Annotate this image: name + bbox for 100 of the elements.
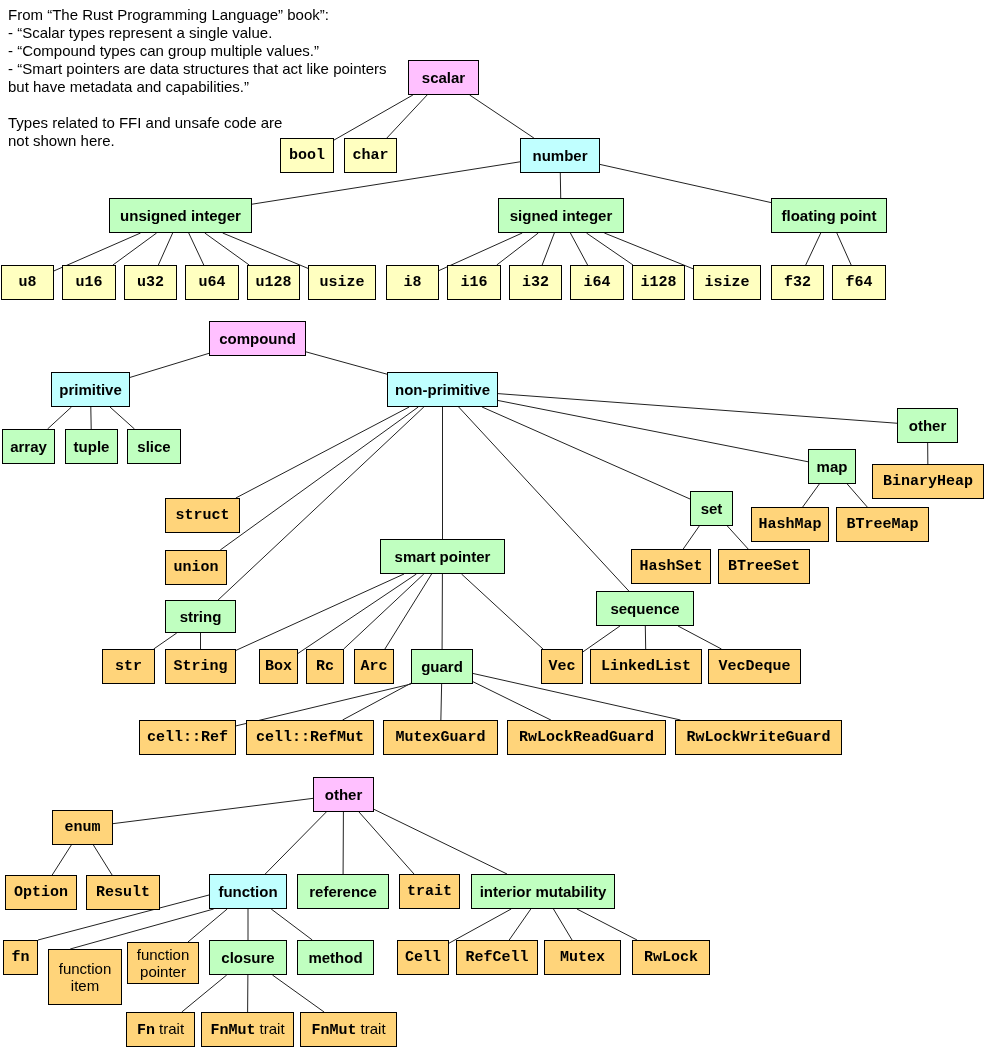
category-box: [520, 138, 600, 173]
type-box: [872, 464, 984, 499]
node-label: MutexGuard: [395, 728, 486, 747]
node-label: Rc: [316, 657, 334, 676]
type-box: [247, 265, 300, 300]
node-label: union: [173, 558, 219, 577]
node-label: VecDeque: [718, 657, 791, 676]
node-label: unsigned integer: [120, 206, 241, 225]
type-box: [246, 720, 374, 755]
category-box: [109, 198, 252, 233]
node-label: string: [179, 607, 222, 626]
connector-line: [200, 632, 201, 650]
connector-line: [235, 406, 410, 499]
node-label: u32: [137, 273, 164, 292]
type-box: [751, 507, 829, 542]
node-label: RwLockWriteGuard: [686, 728, 831, 747]
node-label: String: [173, 657, 228, 676]
node-label: map: [816, 457, 848, 476]
connector-line: [112, 797, 314, 825]
category-box: [65, 429, 118, 464]
connector-line: [497, 393, 898, 424]
node-label: BinaryHeap: [883, 472, 973, 491]
type-box: [507, 720, 666, 755]
type-box: [693, 265, 761, 300]
connector-line: [384, 573, 433, 650]
node-label: tuple: [73, 437, 110, 456]
type-box: [631, 549, 711, 584]
note-text: - “Scalar types represent a single value.: [8, 24, 274, 42]
category-box: [297, 940, 374, 975]
type-box: [354, 649, 394, 684]
node-label: set: [700, 499, 723, 518]
connector-line: [217, 406, 425, 601]
node-label: str: [115, 657, 142, 676]
node-label: bool: [289, 146, 325, 165]
connector-line: [438, 232, 523, 272]
type-box: [86, 875, 160, 910]
connector-line: [386, 94, 428, 139]
connector-line: [51, 844, 72, 876]
type-box: [62, 265, 116, 300]
type-box: [102, 649, 155, 684]
connector-line: [448, 908, 512, 944]
category-box: [209, 874, 287, 909]
connector-line: [552, 908, 573, 941]
connector-line: [472, 672, 681, 721]
category-box: [408, 60, 479, 95]
category-box: [498, 198, 624, 233]
node-label: u16: [75, 273, 103, 292]
type-box: [541, 649, 583, 684]
connector-line: [90, 406, 92, 430]
connector-line: [297, 573, 417, 654]
node-label: method: [308, 948, 363, 967]
node-label: FnMut trait: [311, 1019, 386, 1040]
type-box: [632, 265, 685, 300]
connector-line: [836, 232, 852, 266]
type-box: [344, 138, 397, 173]
connector-line: [440, 683, 443, 721]
node-label: HashSet: [639, 557, 703, 576]
connector-line: [569, 232, 589, 266]
connector-line: [305, 351, 388, 375]
type-box: [383, 720, 498, 755]
connector-line: [472, 681, 552, 721]
connector-line: [603, 232, 694, 270]
connector-line: [235, 573, 405, 651]
type-box: [590, 649, 702, 684]
connector-line: [846, 483, 868, 508]
connector-line: [271, 974, 325, 1013]
category-box: [297, 874, 389, 909]
type-box: [771, 265, 824, 300]
node-label: closure: [221, 948, 275, 967]
type-box: [280, 138, 334, 173]
connector-line: [251, 161, 521, 205]
type-box: [185, 265, 239, 300]
node-label: RwLockReadGuard: [519, 728, 654, 747]
category-box: [897, 408, 958, 443]
connector-line: [342, 811, 344, 875]
node-label: struct: [175, 506, 230, 525]
node-label: fn: [11, 948, 30, 967]
node-label: Fn trait: [136, 1019, 185, 1040]
connector-line: [222, 232, 309, 269]
node-label: sequence: [610, 599, 680, 618]
node-label: cell::RefMut: [256, 728, 364, 747]
type-box: [52, 810, 113, 845]
connector-line: [442, 406, 443, 540]
type-box: [127, 942, 199, 984]
type-box: [201, 1012, 294, 1047]
node-label: f64: [845, 273, 873, 292]
node-label: other: [908, 416, 947, 435]
category-box: [596, 591, 694, 626]
category-box: [313, 777, 374, 812]
node-label: other: [324, 785, 363, 804]
node-label: i8: [403, 273, 422, 292]
connector-line: [247, 974, 249, 1013]
node-label: i16: [460, 273, 488, 292]
node-label: trait: [407, 882, 452, 901]
connector-line: [802, 483, 820, 508]
node-label: primitive: [59, 380, 122, 399]
type-box: [832, 265, 886, 300]
type-box: [675, 720, 842, 755]
category-box: [209, 940, 287, 975]
node-label: cell::Ref: [147, 728, 228, 747]
